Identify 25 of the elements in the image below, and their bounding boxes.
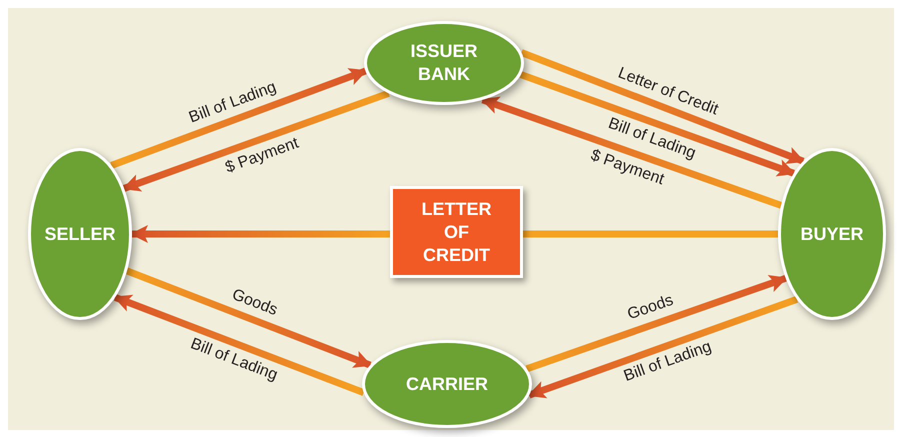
node-label: ISSUER BANK	[409, 40, 479, 86]
arrow	[480, 96, 782, 209]
arrow	[526, 274, 788, 372]
edge-label: Bill of Lading	[186, 78, 279, 128]
party-ellipse	[28, 148, 132, 320]
party-ellipse	[364, 21, 524, 105]
edge-label: Letter of Credit	[616, 64, 721, 118]
arrow	[110, 68, 368, 169]
edge-label: Goods	[229, 286, 280, 320]
arrow	[520, 71, 796, 177]
arrow	[122, 90, 390, 192]
node-label: SELLER	[43, 222, 116, 246]
node-label: CARRIER	[404, 372, 489, 396]
arrow	[520, 49, 806, 164]
document-box	[390, 186, 523, 278]
edge-label: Goods	[626, 292, 676, 325]
arrow	[130, 225, 390, 243]
party-ellipse	[362, 340, 532, 428]
arrow	[126, 268, 372, 368]
arrow	[527, 296, 798, 398]
party-ellipse	[778, 148, 886, 320]
node-label: BUYER	[799, 222, 864, 246]
edge-label: Bill of Lading	[622, 338, 714, 386]
arrow	[113, 294, 365, 396]
node-label: LETTER OF CREDIT	[420, 198, 492, 266]
